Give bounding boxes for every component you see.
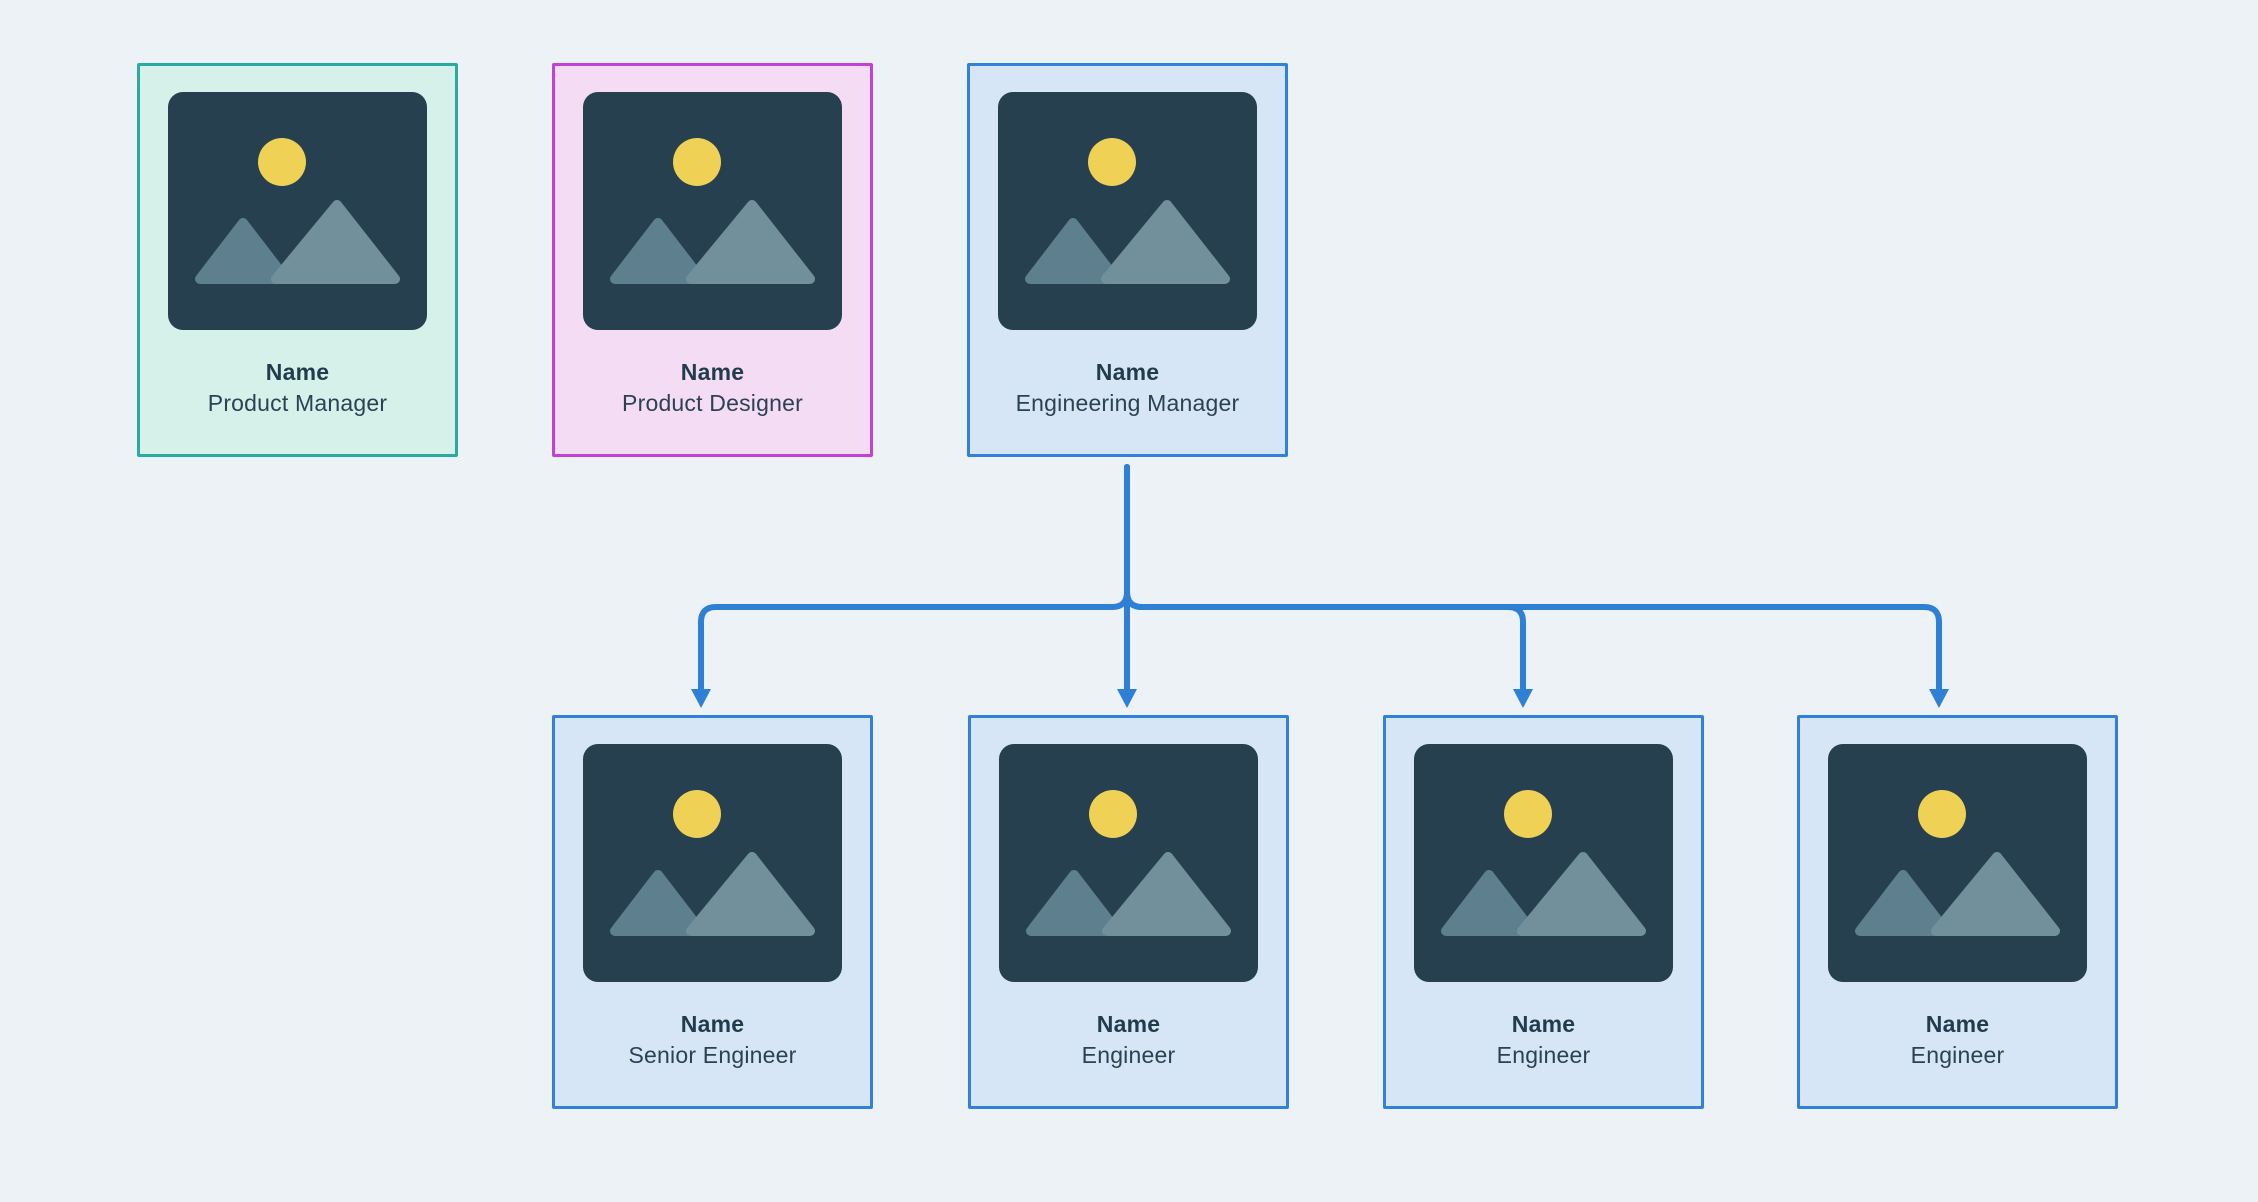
person-name: Name [1096, 1011, 1161, 1037]
image-placeholder-icon [1828, 744, 2087, 982]
person-name: Name [265, 359, 330, 385]
person-role: Senior Engineer [628, 1042, 797, 1068]
org-card-engineer-1[interactable]: Name Engineer [968, 715, 1289, 1109]
person-role: Product Designer [622, 390, 803, 416]
person-role: Engineer [1081, 1042, 1176, 1068]
person-name: Name [680, 1011, 745, 1037]
person-name: Name [1511, 1011, 1576, 1037]
person-name: Name [1095, 359, 1160, 385]
connector-engineering-manager-to-engineer-3 [1124, 464, 1942, 694]
org-card-product-manager[interactable]: Name Product Manager [137, 63, 458, 457]
person-role: Engineer [1910, 1042, 2005, 1068]
person-name: Name [680, 359, 745, 385]
arrowhead-icon [1929, 689, 1949, 708]
arrowhead-icon [1117, 689, 1137, 708]
image-placeholder-icon [999, 744, 1258, 982]
person-role: Product Manager [207, 390, 388, 416]
image-placeholder-icon [583, 744, 842, 982]
connector-engineering-manager-to-engineer-2 [1124, 464, 1526, 694]
org-card-engineering-manager[interactable]: Name Engineering Manager [967, 63, 1288, 457]
org-card-senior-engineer[interactable]: Name Senior Engineer [552, 715, 873, 1109]
person-role: Engineer [1496, 1042, 1591, 1068]
person-name: Name [1925, 1011, 1990, 1037]
image-placeholder-icon [998, 92, 1257, 330]
person-role: Engineering Manager [1015, 390, 1240, 416]
arrowhead-icon [1513, 689, 1533, 708]
image-placeholder-icon [1414, 744, 1673, 982]
connector-engineering-manager-to-senior-engineer [698, 464, 1130, 694]
org-card-engineer-2[interactable]: Name Engineer [1383, 715, 1704, 1109]
arrowhead-icon [691, 689, 711, 708]
image-placeholder-icon [168, 92, 427, 330]
org-card-product-designer[interactable]: Name Product Designer [552, 63, 873, 457]
org-card-engineer-3[interactable]: Name Engineer [1797, 715, 2118, 1109]
image-placeholder-icon [583, 92, 842, 330]
